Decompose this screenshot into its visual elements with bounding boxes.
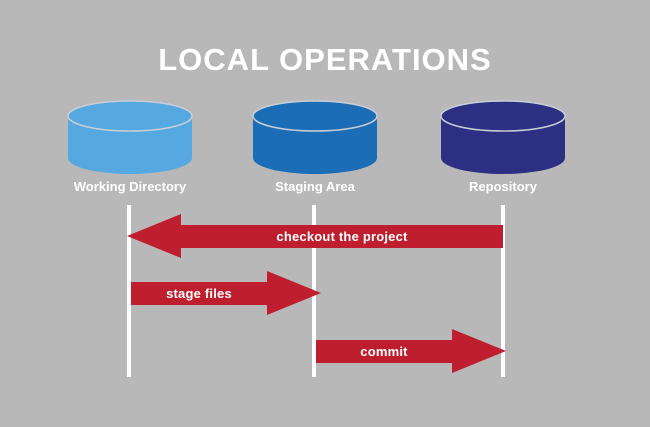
arrow-stage-files: stage files	[131, 271, 321, 315]
diagram-title: LOCAL OPERATIONS	[158, 42, 492, 77]
database-cylinder-icon	[440, 100, 566, 174]
arrow-label: checkout the project	[181, 224, 503, 248]
arrowhead-right-icon	[267, 271, 321, 315]
arrow-label: stage files	[131, 281, 267, 305]
lifeline-working-directory	[127, 205, 131, 377]
arrow-commit: commit	[316, 329, 506, 373]
cylinder-label: Repository	[469, 179, 537, 194]
arrowhead-left-icon	[127, 214, 181, 258]
database-cylinder-icon	[67, 100, 193, 174]
cylinder-label: Working Directory	[73, 179, 187, 194]
arrow-label: commit	[316, 339, 452, 363]
cylinder-repository: Repository	[440, 100, 566, 194]
cylinder-staging-area: Staging Area	[252, 100, 378, 194]
cylinder-label: Staging Area	[275, 179, 355, 194]
database-cylinder-icon	[252, 100, 378, 174]
cylinder-working-directory: Working Directory	[67, 100, 193, 194]
lifeline-repository	[501, 205, 505, 377]
arrowhead-right-icon	[452, 329, 506, 373]
arrow-checkout-the-project: checkout the project	[127, 214, 503, 258]
